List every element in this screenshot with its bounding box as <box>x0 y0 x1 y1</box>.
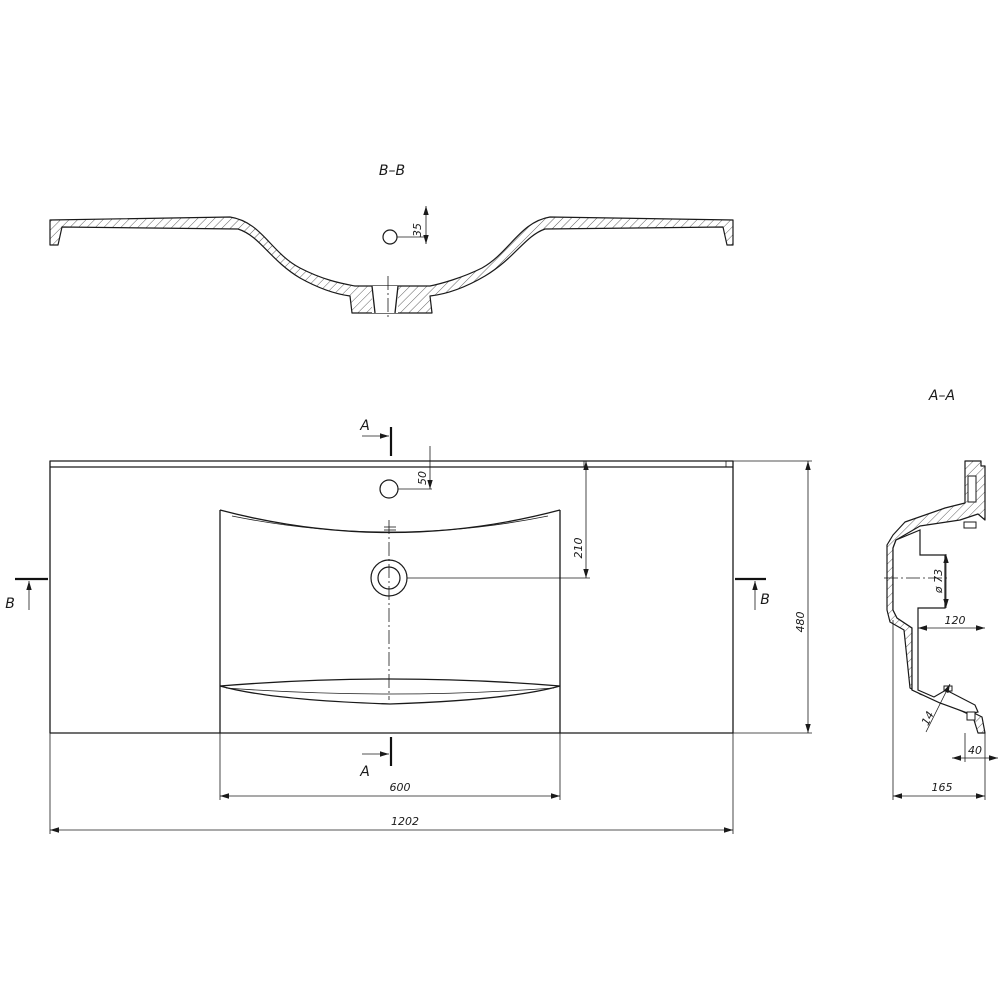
section-b-left-mark: B <box>5 577 48 612</box>
section-a-label-top: A <box>359 418 370 434</box>
dim-40-label: 40 <box>968 744 982 757</box>
section-bb-title: B–B <box>379 163 405 179</box>
section-a-bottom-mark: A <box>359 737 393 780</box>
dim-210-label: 210 <box>572 538 585 559</box>
section-a-label-bottom: A <box>359 764 370 780</box>
dim-14-label: 14 <box>919 709 937 727</box>
dim-50-label: 50 <box>416 471 429 485</box>
countertop-outline <box>49 460 734 734</box>
dim-1202-label: 1202 <box>391 815 419 828</box>
section-b-label-right: B <box>760 592 770 608</box>
tap-hole <box>379 479 399 499</box>
dim-480-label: 480 <box>794 612 807 633</box>
section-bb-tap-hole <box>382 229 398 245</box>
plan-view: A A B B 50 210 480 <box>5 418 812 834</box>
dim-120-label: 120 <box>945 614 966 627</box>
dim-165-label: 165 <box>932 781 953 794</box>
section-b-right-mark: B <box>735 577 770 610</box>
section-aa-view: A–A ø 73 120 14 40 165 <box>884 388 998 800</box>
section-bb-drain-bore <box>372 286 398 313</box>
dim-diameter-label: ø 73 <box>932 569 945 594</box>
dim-600-label: 600 <box>390 781 411 794</box>
section-bb-view: B–B 35 <box>49 163 734 318</box>
dim-35-label: 35 <box>411 223 424 237</box>
section-aa-title: A–A <box>928 388 955 404</box>
section-b-label-left: B <box>5 596 15 612</box>
section-a-top-mark: A <box>359 418 393 456</box>
bowl-outline <box>219 509 561 733</box>
